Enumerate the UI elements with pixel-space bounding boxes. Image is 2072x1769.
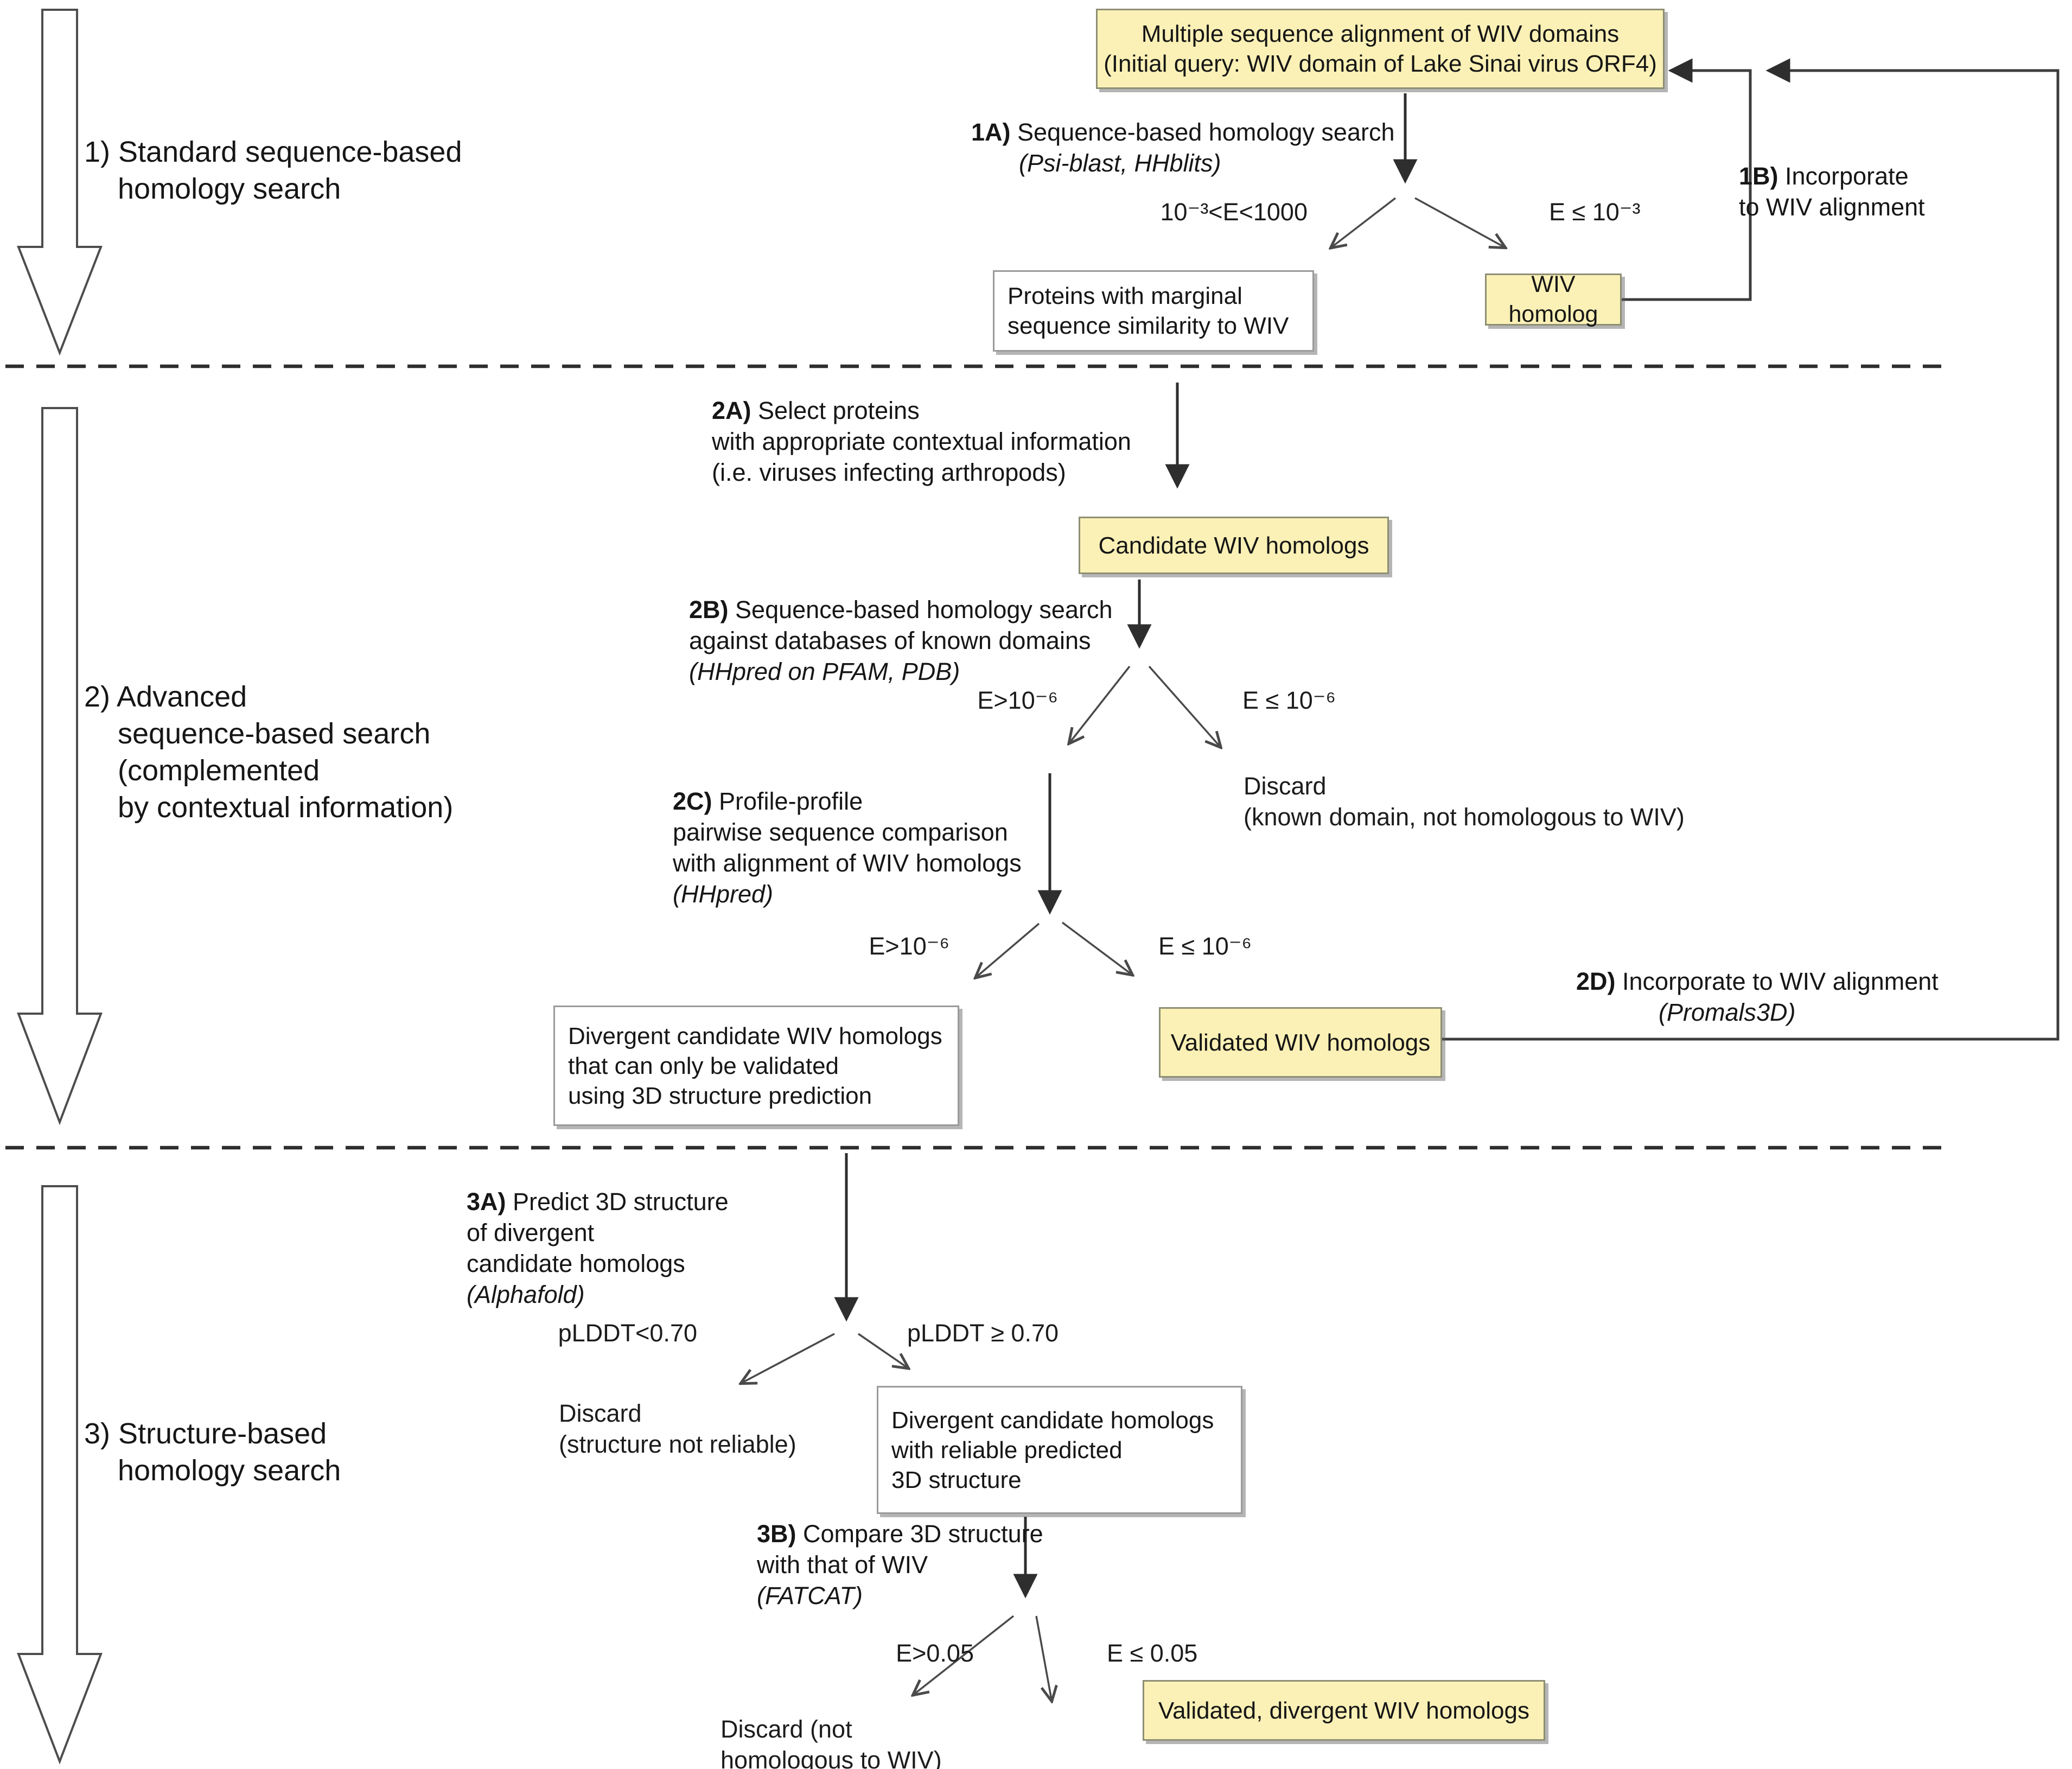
branch-2b-right-label: E ≤ 10⁻⁶ (1242, 686, 1336, 714)
branch-1-left-arrow (1332, 197, 1397, 247)
branch-3a-left-arrow (742, 1333, 835, 1383)
step-1b-text: Incorporate to WIV alignment (1739, 162, 1925, 221)
branch-2c-left-arrow (977, 922, 1040, 977)
phase2-progress-arrow (17, 407, 103, 1125)
step-3b-label: 3B) Compare 3D structure with that of WI… (757, 1518, 1126, 1611)
box-candidate-wiv-homologs: Candidate WIV homologs (1079, 517, 1389, 574)
step-1a-number: 1A) (971, 118, 1011, 146)
phase2-label: 2) Advanced sequence-based search (compl… (84, 680, 454, 824)
note-discard-structure: Discard (structure not reliable) (559, 1399, 796, 1458)
box-msa-wiv-domains: Multiple sequence alignment of WIV domai… (1096, 9, 1665, 89)
box-divergent-candidates: Divergent candidate WIV homologs that ca… (553, 1006, 959, 1126)
step-2a-text: Select proteins with appropriate context… (712, 397, 1131, 486)
box-wiv-homolog: WIV homolog (1485, 271, 1622, 327)
step-2d-number: 2D) (1576, 968, 1616, 995)
step-2c-label: 2C) Profile-profile pairwise sequence co… (673, 786, 1118, 909)
step-2b-label: 2B) Sequence-based homology search again… (689, 594, 1188, 687)
phase3-progress-arrow (17, 1185, 103, 1765)
phase1-progress-arrow (17, 9, 103, 356)
step-2b-text: Sequence-based homology search against d… (689, 596, 1113, 654)
step-2c-text: Profile-profile pairwise sequence compar… (673, 787, 1022, 877)
branch-3b-left-label: E>0.05 (896, 1639, 974, 1667)
step-2b-number: 2B) (689, 596, 729, 623)
step-3a-label: 3A) Predict 3D structure of divergent ca… (467, 1186, 814, 1310)
branch-1-right-label: E ≤ 10⁻³ (1549, 198, 1641, 226)
step-1a-tool: (Psi-blast, HHblits) (1019, 149, 1221, 177)
branch-3a-left-label: pLDDT<0.70 (558, 1319, 697, 1347)
step-2a-label: 2A) Select proteins with appropriate con… (712, 395, 1211, 488)
box-reliable-3d-structure: Divergent candidate homologs with reliab… (877, 1386, 1242, 1514)
step-1b-number: 1B) (1739, 162, 1778, 190)
step-3a-tool: (Alphafold) (467, 1281, 585, 1308)
note-discard-known-domain: Discard (known domain, not homologous to… (1244, 772, 1685, 831)
step-3a-text: Predict 3D structure of divergent candid… (467, 1188, 729, 1277)
step-2d-text: Incorporate to WIV alignment (1622, 968, 1939, 995)
branch-2c-right-arrow (1061, 921, 1131, 974)
branch-3a-right-arrow (858, 1333, 907, 1367)
step-2c-number: 2C) (673, 787, 712, 815)
step-3b-text: Compare 3D structure with that of WIV (757, 1520, 1043, 1579)
step-3b-number: 3B) (757, 1520, 796, 1548)
step-2d-tool: (Promals3D) (1659, 998, 1796, 1026)
branch-2b-right-arrow (1148, 665, 1220, 746)
branch-3a-right-label: pLDDT ≥ 0.70 (907, 1319, 1059, 1347)
branch-2c-left-label: E>10⁻⁶ (869, 932, 949, 960)
branch-1-right-arrow (1414, 197, 1504, 247)
branch-3b-right-arrow (1035, 1615, 1051, 1700)
step-1a-label: 1A) Sequence-based homology search (Psi-… (971, 117, 1449, 179)
branch-1-left-label: 10⁻³<E<1000 (1160, 198, 1308, 226)
note-discard-not-homologous: Discard (not homologous to WIV) (721, 1715, 942, 1769)
step-2b-tool: (HHpred on PFAM, PDB) (689, 658, 960, 685)
branch-3b-left-arrow (914, 1615, 1015, 1694)
step-1b-label: 1B) Incorporate to WIV alignment (1739, 161, 2043, 222)
connector-1b-loop (1622, 58, 1752, 301)
branch-2b-left-label: E>10⁻⁶ (977, 686, 1058, 714)
branch-2b-left-arrow (1070, 665, 1131, 742)
phase1-label: 1) Standard sequence-based homology sear… (84, 136, 462, 205)
step-2d-label: 2D) Incorporate to WIV alignment (Promal… (1576, 966, 2021, 1028)
step-2c-tool: (HHpred) (673, 880, 774, 908)
step-3a-number: 3A) (467, 1188, 506, 1216)
box-validated-divergent-homologs: Validated, divergent WIV homologs (1143, 1680, 1545, 1741)
step-2a-number: 2A) (712, 397, 751, 424)
branch-3b-right-label: E ≤ 0.05 (1107, 1639, 1198, 1667)
box-marginal-similarity: Proteins with marginal sequence similari… (993, 270, 1314, 352)
phase3-label: 3) Structure-based homology search (84, 1417, 341, 1487)
box-validated-wiv-homologs: Validated WIV homologs (1159, 1007, 1442, 1078)
connector-2d-loop (1442, 58, 2060, 1041)
step-1a-text: Sequence-based homology search (1017, 118, 1395, 146)
branch-2c-right-label: E ≤ 10⁻⁶ (1158, 932, 1252, 960)
step-3b-tool: (FATCAT) (757, 1582, 863, 1609)
